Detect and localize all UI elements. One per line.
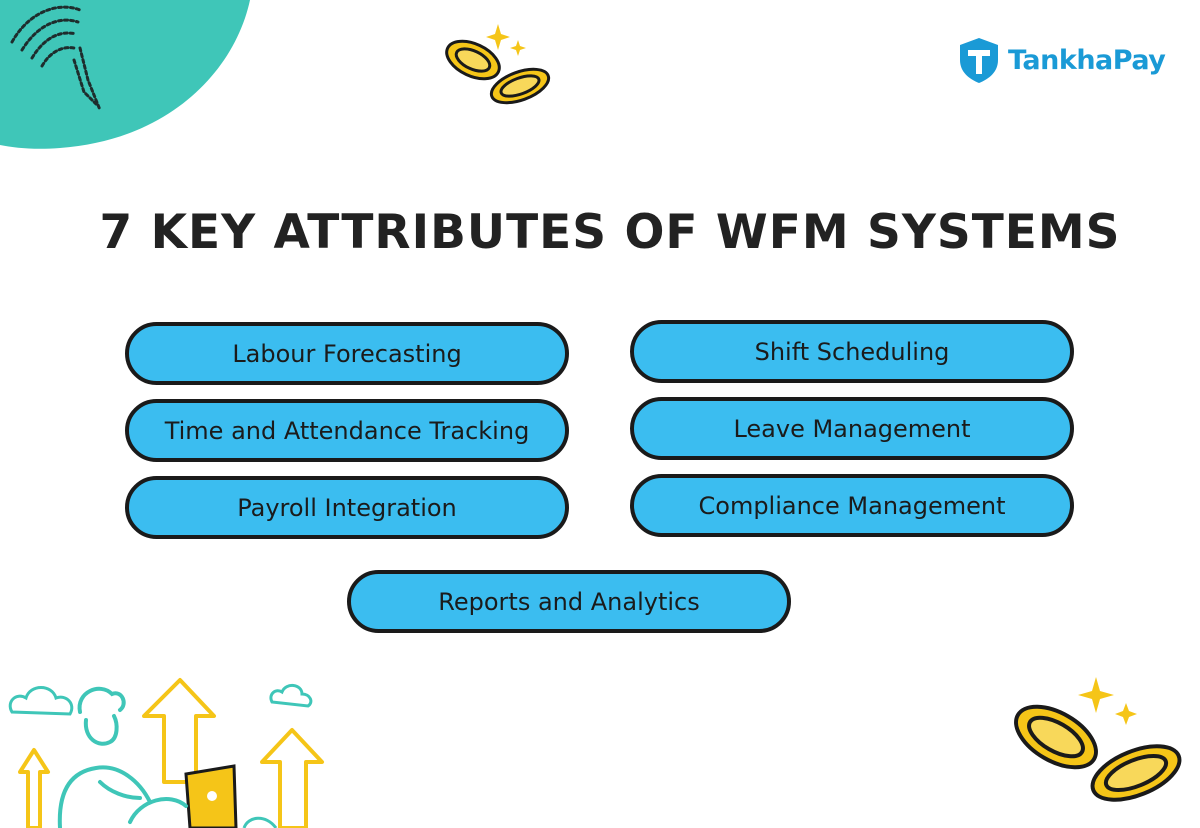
sparkle-icon bbox=[1078, 677, 1137, 725]
person-icon bbox=[57, 686, 152, 828]
arrow-up-icon bbox=[18, 678, 324, 828]
cloud-icon bbox=[8, 684, 313, 716]
shield-t-icon bbox=[960, 38, 998, 83]
attribute-payroll-integration: Payroll Integration bbox=[125, 476, 569, 539]
brand-logo: TankhaPay bbox=[958, 36, 1166, 84]
teal-blob-decoration bbox=[0, 0, 250, 149]
laptop-icon bbox=[184, 764, 238, 828]
sparkle-icon bbox=[486, 24, 526, 56]
gold-coins-icon bbox=[445, 24, 551, 105]
attribute-time-attendance: Time and Attendance Tracking bbox=[125, 399, 569, 462]
attribute-labour-forecasting: Labour Forecasting bbox=[125, 322, 569, 385]
gold-coins-icon bbox=[1014, 677, 1182, 802]
attribute-reports-analytics: Reports and Analytics bbox=[347, 570, 791, 633]
attribute-leave-management: Leave Management bbox=[630, 397, 1074, 460]
attribute-compliance-management: Compliance Management bbox=[630, 474, 1074, 537]
page-title: 7 KEY ATTRIBUTES OF WFM SYSTEMS bbox=[99, 205, 1121, 260]
attribute-shift-scheduling: Shift Scheduling bbox=[630, 320, 1074, 383]
brand-name: TankhaPay bbox=[1008, 44, 1166, 76]
growth-person-laptop-illustration bbox=[8, 678, 324, 828]
